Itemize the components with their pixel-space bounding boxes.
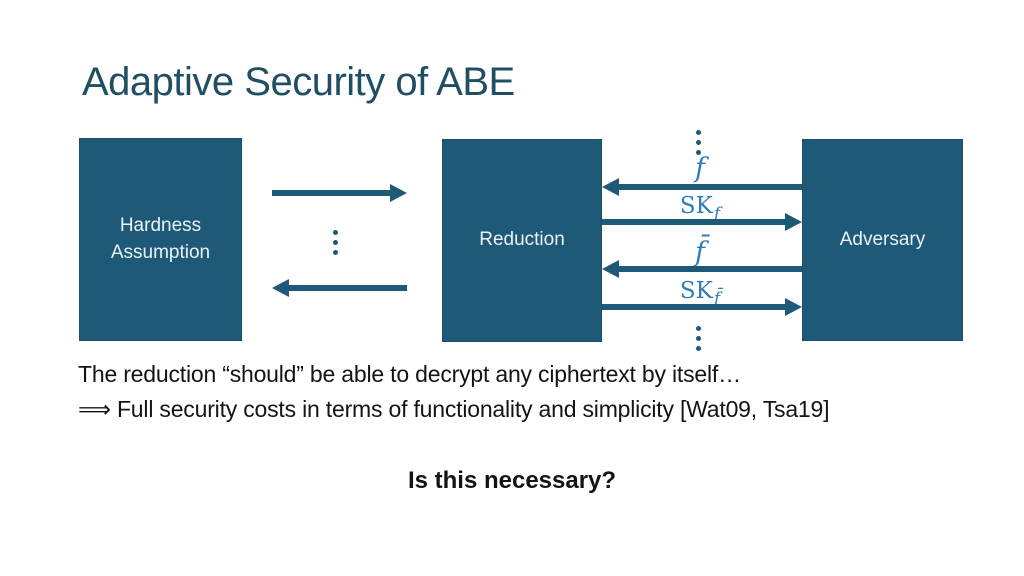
reduction-box: Reduction [442,139,602,342]
arrow-shaft [617,184,802,190]
query-f-label: f [695,153,705,184]
arrow-head [602,178,619,196]
query-fbar-label: f̄ [695,237,705,268]
arrow-shaft [617,266,802,272]
arrow-head [602,260,619,278]
question-text: Is this necessary? [407,467,617,494]
adversary-box: Adversary [802,139,963,341]
arrow-shaft [287,285,407,291]
arrow-head [272,279,289,297]
arrow-shaft [602,304,787,310]
arrow-left-icon [272,278,407,298]
response-skf-label: SKf [679,193,721,224]
hardness-assumption-label: Hardness Assumption [110,215,211,263]
arrow-shaft [602,219,787,225]
body-text-line2: ⟹ Full security costs in terms of functi… [78,396,830,422]
vertical-ellipsis-icon [696,130,701,155]
arrow-left-icon [602,259,802,279]
body-text-line1: The reduction “should” be able to decryp… [78,361,741,387]
arrow-head [785,213,802,231]
arrow-head [785,298,802,316]
arrow-right-icon [602,212,802,232]
adversary-label: Adversary [839,228,926,250]
arrow-left-icon [602,177,802,197]
hardness-assumption-box: Hardness Assumption [79,138,242,341]
slide-title: Adaptive Security of ABE [82,60,515,104]
arrow-shaft [272,190,392,196]
arrow-head [390,184,407,202]
vertical-ellipsis-icon [696,326,701,351]
arrow-right-icon [272,183,407,203]
vertical-ellipsis-icon [333,230,338,255]
reduction-label: Reduction [479,229,565,251]
response-skfbar-label: SKf̄ [679,278,721,309]
arrow-right-icon [602,297,802,317]
